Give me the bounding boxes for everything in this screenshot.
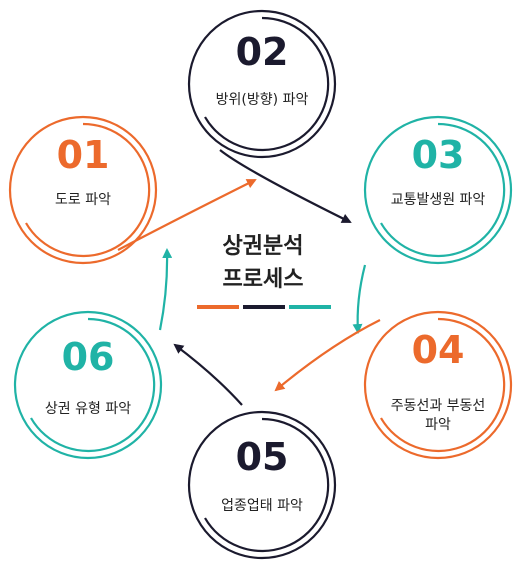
step-04-number: 04	[412, 328, 465, 372]
step-05-label-line-1: 업종업태 파악	[221, 498, 303, 514]
step-02-number: 02	[236, 30, 289, 74]
step-06-inner-arc	[30, 317, 156, 453]
step-05-inner-arc	[204, 417, 330, 553]
step-02-circle	[187, 9, 337, 159]
step-05-number: 05	[236, 435, 289, 479]
connector-05-to-06	[173, 343, 243, 406]
connector-04-to-05	[274, 319, 381, 392]
step-01-label-line-1: 도로 파악	[55, 192, 111, 208]
title-underline-orange	[197, 305, 239, 309]
center-title-line-1: 상권분석	[223, 234, 304, 259]
step-05: 05 업종업태 파악	[187, 410, 337, 560]
center-title-line-2: 프로세스	[223, 267, 304, 292]
step-04-inner-arc	[380, 317, 506, 453]
step-03-inner-arc	[380, 122, 506, 258]
step-01-inner-arc	[25, 122, 151, 258]
step-06-circle	[13, 310, 163, 460]
step-03-number: 03	[412, 133, 465, 177]
step-03-circle	[363, 115, 513, 265]
step-06-number: 06	[62, 335, 115, 379]
center-title: 상권분석 프로세스	[197, 234, 331, 309]
step-04: 04 주동선과 부동선 파악	[363, 310, 513, 460]
step-03-label-line-1: 교통발생원 파악	[391, 192, 486, 208]
title-underline-navy	[243, 305, 285, 309]
connector-06-to-01	[158, 248, 173, 331]
connector-01-to-02	[117, 179, 257, 251]
step-01-number: 01	[57, 133, 110, 177]
step-03: 03 교통발생원 파악	[363, 115, 513, 265]
step-05-circle	[187, 410, 337, 560]
connector-03-to-04	[352, 264, 367, 334]
step-01-circle	[8, 115, 158, 265]
step-04-label-line-2: 파악	[425, 417, 451, 433]
step-06-label-line-1: 상권 유형 파악	[45, 401, 131, 417]
step-02-inner-arc	[204, 16, 330, 152]
step-02-label-line-1: 방위(방향) 파악	[216, 92, 309, 108]
step-04-circle	[363, 310, 513, 460]
step-04-label-line-1: 주동선과 부동선	[391, 398, 486, 414]
step-01: 01 도로 파악	[8, 115, 158, 265]
step-02: 02 방위(방향) 파악	[187, 9, 337, 159]
connector-02-to-03	[219, 149, 352, 223]
step-06: 06 상권 유형 파악	[13, 310, 163, 460]
title-underline-teal	[289, 305, 331, 309]
